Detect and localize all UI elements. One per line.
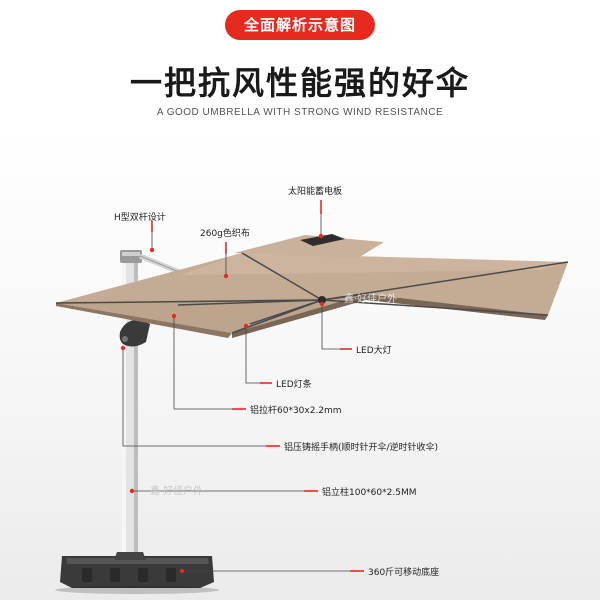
annotation-dots [120,233,325,574]
label-led-light: LED大灯 [356,346,392,356]
umbrella-canopy [56,253,568,338]
crank-handle [119,319,150,347]
annotation-lines [122,200,364,572]
background-gradient [0,130,600,600]
solar-panel [234,234,384,258]
watermark-pole: 鑫·好佳户外 [150,486,204,497]
umbrella-base [55,556,219,594]
page-subtitle: A GOOD UMBRELLA WITH STRONG WIND RESISTA… [156,107,444,118]
label-crank-handle: 铝压铸摇手柄(顺时针开伞/逆时针收伞) [284,443,439,453]
label-led-strip: LED灯条 [276,380,312,390]
page-title: 一把抗风性能强的好伞 [129,64,470,102]
canopy-hub [318,296,326,304]
label-solar-panel: 太阳能蓄电板 [288,187,343,197]
label-fabric: 260g色织布 [200,229,250,239]
label-pole-arm: 铝拉杆60*30x2.2mm [250,406,342,416]
label-main-pole: 铝立柱100*60*2.5MM [322,488,417,498]
label-h-frame: H型双杆设计 [114,213,166,223]
section-badge: 全面解析示意图 [225,10,375,40]
watermark-canopy: 鑫·好佳户外 [344,294,398,305]
pole-cap [120,250,142,263]
label-base: 360斤可移动底座 [368,568,440,578]
